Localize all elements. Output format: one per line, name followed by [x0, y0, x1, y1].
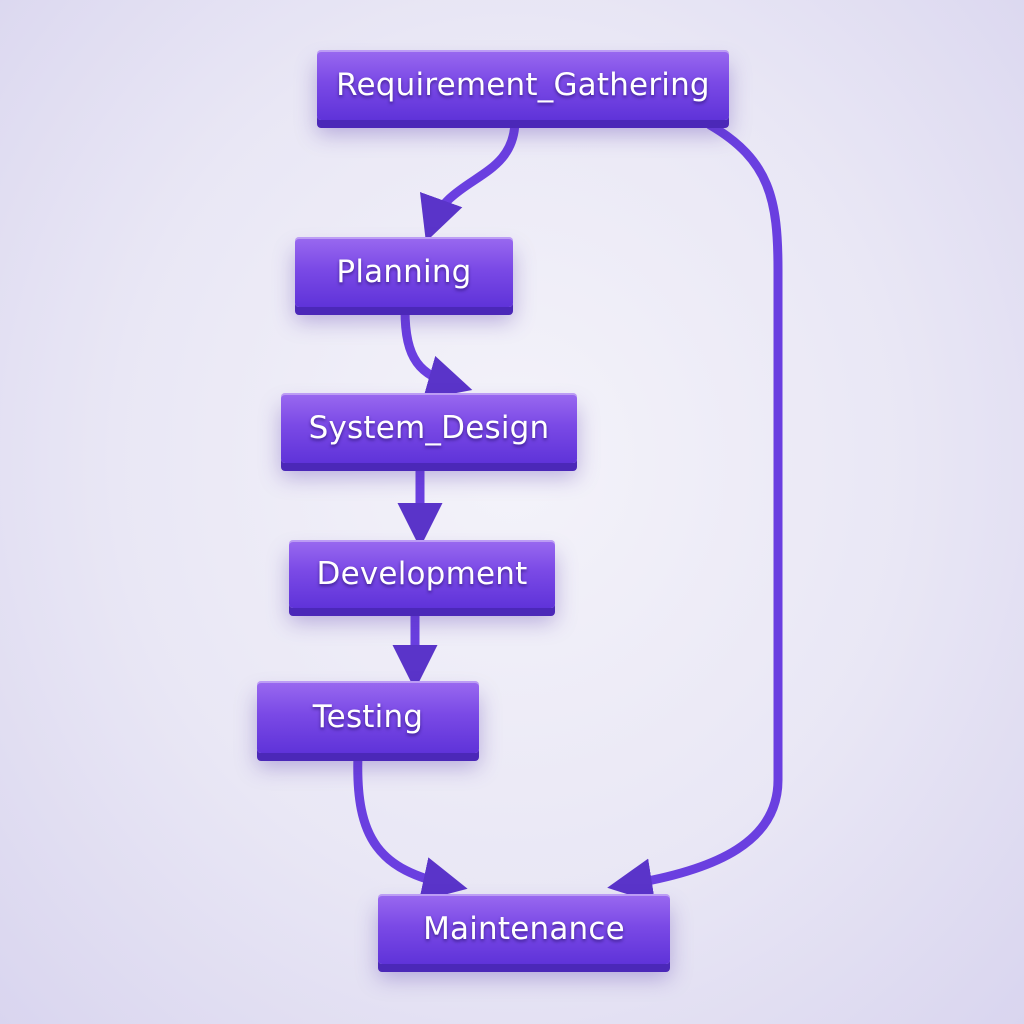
node-system-design: System_Design: [281, 393, 577, 463]
edge-test-maint: [353, 750, 468, 902]
edge-req-plan: [420, 115, 520, 242]
node-testing: Testing: [257, 681, 479, 753]
node-development: Development: [289, 540, 555, 608]
node-maintenance: Maintenance: [378, 894, 670, 964]
edge-req-maint: [607, 120, 783, 904]
node-requirement-gathering: Requirement_Gathering: [317, 50, 729, 120]
edge-plan-design: [400, 305, 473, 400]
node-planning: Planning: [295, 237, 513, 307]
